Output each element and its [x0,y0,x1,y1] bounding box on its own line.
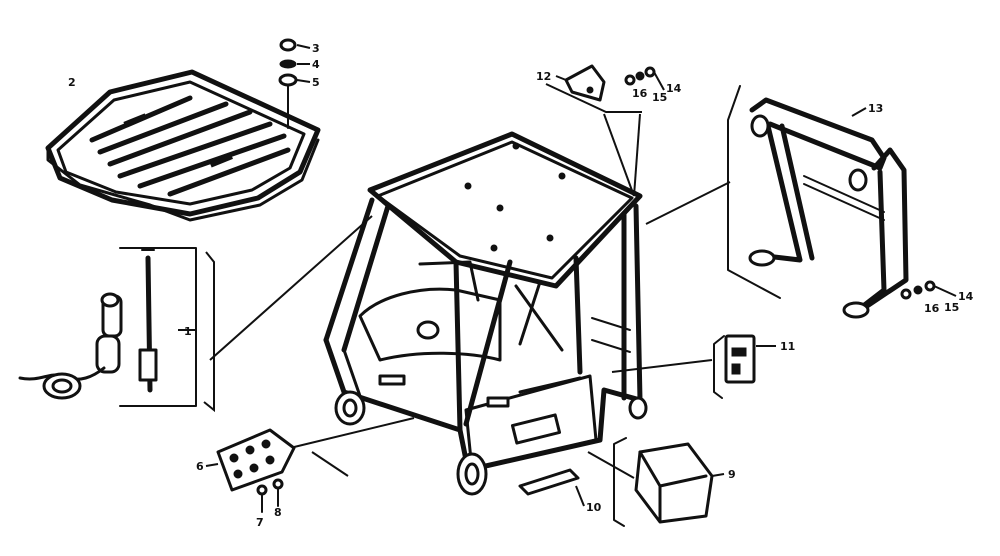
part-2-floor-mat [45,69,321,222]
callout-5: 5 [312,76,320,89]
part-10-strip [518,468,585,507]
assembly-leader-lines [203,83,731,479]
callout-1: 1 [184,325,192,338]
parts-14-15-16-hardware-right [900,280,957,300]
part-9-cover-box [613,437,725,527]
cab-frame-main [323,131,648,496]
callout-14-right: 14 [958,290,974,303]
callout-12: 12 [536,70,551,83]
callout-15-top: 15 [652,91,667,104]
callout-3: 3 [312,42,320,55]
callout-15-right: 15 [944,301,959,314]
part-1-antenna-assembly [18,247,197,407]
callout-labels: 1 2 3 4 5 6 7 8 9 10 11 12 13 14 15 16 1… [68,42,974,529]
callout-11: 11 [780,340,795,353]
parts-3-4-5-fastener-stack [278,38,311,129]
callout-6: 6 [196,460,204,473]
parts-7-8-bolts [256,478,284,513]
part-6-plate [205,428,296,492]
callout-14-top: 14 [666,82,682,95]
part-13-rear-frame [727,85,909,319]
callout-2: 2 [68,76,76,89]
part-12-bracket [555,64,606,102]
callout-16-top: 16 [632,87,648,100]
callout-13: 13 [868,102,883,115]
part-11-latch [713,334,776,399]
callout-7: 7 [256,516,264,529]
callout-8: 8 [274,506,282,519]
callout-4: 4 [312,58,320,71]
parts-14-15-16-hardware-top [624,66,665,91]
callout-9: 9 [728,468,736,481]
callout-10: 10 [586,501,602,514]
callout-16-right: 16 [924,302,940,315]
